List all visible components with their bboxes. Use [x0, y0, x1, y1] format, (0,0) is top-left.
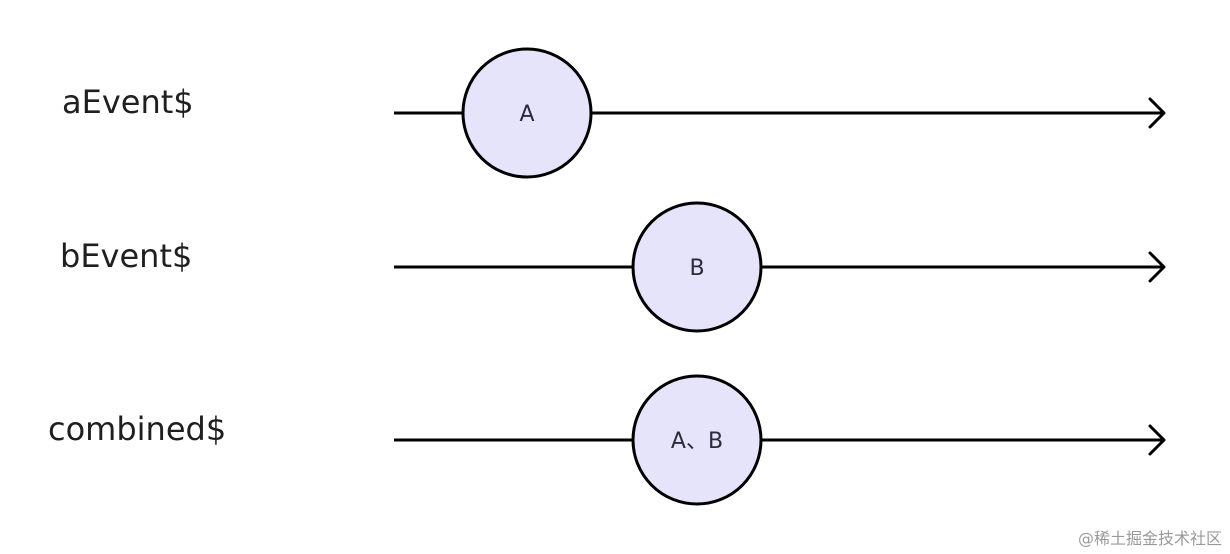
arrow-head-icon: [1148, 97, 1166, 129]
event-label-a: A: [519, 102, 534, 127]
stream-row-combined: combined$ A、B: [48, 374, 1166, 506]
stream-row-bevent: bEvent$ B: [60, 201, 1166, 333]
stream-label-bevent: bEvent$: [60, 237, 192, 275]
event-marble-ab: [631, 374, 763, 506]
watermark-text: @稀土掘金技术社区: [1078, 529, 1222, 548]
event-label-b: B: [689, 256, 704, 281]
stream-row-aevent: aEvent$ A: [62, 47, 1166, 179]
stream-label-combined: combined$: [48, 410, 226, 448]
stream-label-aevent: aEvent$: [62, 83, 194, 121]
arrow-head-icon: [1148, 424, 1166, 456]
event-marble-a: [461, 47, 593, 179]
event-label-ab: A、B: [671, 429, 723, 454]
arrow-head-icon: [1148, 251, 1166, 283]
event-marble-b: [631, 201, 763, 333]
